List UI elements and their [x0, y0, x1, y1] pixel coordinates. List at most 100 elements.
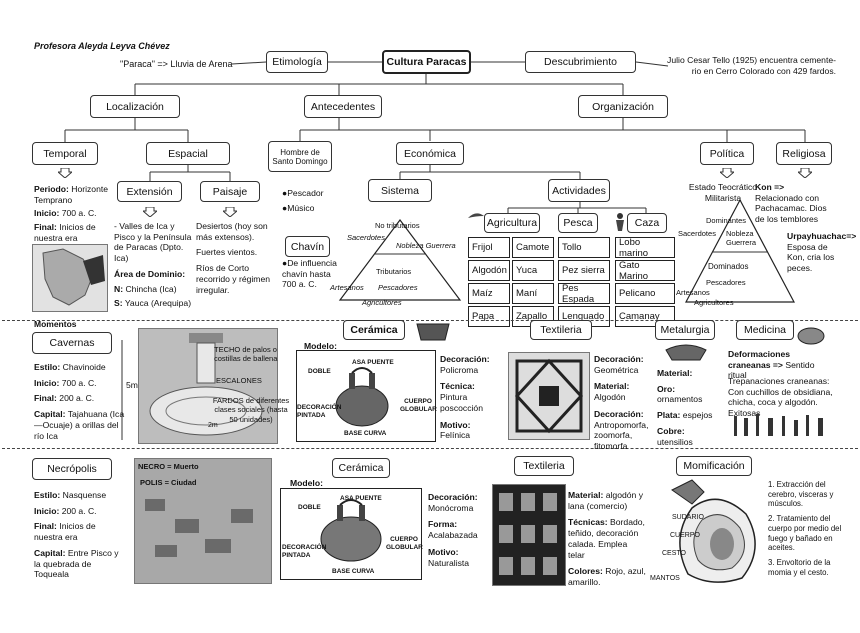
periodo-value: Horizonte Temprano [34, 184, 109, 205]
node-ceramica-necropolis[interactable]: Cerámica [332, 458, 390, 478]
agricultura-table: Frijol Camote Algodón Yuca Maíz Maní Pap… [468, 237, 554, 327]
node-localizacion[interactable]: Localización [90, 95, 180, 118]
estilo-label: Estilo: [34, 490, 61, 500]
node-antecedentes[interactable]: Antecedentes [304, 95, 382, 118]
oro-label: Oro: [657, 383, 676, 394]
node-espacial[interactable]: Espacial [146, 142, 230, 165]
node-economica[interactable]: Económica [396, 142, 464, 165]
medicina-trepanaciones: Trepanaciones craneanas: Con cuchillos d… [728, 376, 833, 419]
label-no-tributarios: No tributarios [375, 221, 420, 230]
final-label: Final: [34, 222, 57, 233]
node-necropolis[interactable]: Necrópolis [32, 458, 112, 480]
capital-value: Entre Pisco y la quebrada de Toqueala [34, 547, 119, 580]
agri-cell: Maní [512, 283, 554, 304]
node-textileria-necropolis[interactable]: Textileria [514, 456, 574, 476]
label-sacerdotes-pol: Sacerdotes [678, 229, 716, 238]
node-paisaje[interactable]: Paisaje [200, 181, 260, 202]
node-agricultura[interactable]: Agricultura [484, 213, 540, 233]
dec2-label: Decoración: [594, 408, 644, 419]
label-nobleza-pol: Nobleza Guerrera [726, 229, 757, 247]
label-agricultores: Agricultores [362, 298, 402, 307]
node-momificacion[interactable]: Momificación [676, 456, 752, 476]
label-necro: NECRO = Muerto [138, 462, 199, 471]
def-value: Sentido ritual [728, 359, 815, 381]
dec-label: Decoración: [440, 354, 490, 364]
pesca-cell: Pes Espada [558, 283, 610, 305]
final-value: Inicios de nuestra era [34, 521, 96, 543]
label-techo: TECHO de palos o costillas de ballena [214, 345, 278, 364]
plata-label: Plata: [657, 410, 681, 421]
node-caza[interactable]: Caza [627, 213, 667, 233]
ceramica-diagram-2 [280, 488, 422, 580]
label-artesanos: Artesanos [330, 283, 364, 292]
node-etimologia[interactable]: Etimología [266, 51, 328, 73]
periodo-label: Periodo: [34, 184, 69, 194]
discovery-line-1: Julio Cesar Tello (1925) encuentra cemen… [667, 55, 836, 65]
node-cavernas[interactable]: Cavernas [32, 332, 112, 354]
vessel-icon [335, 367, 389, 427]
capital-label: Capital: [34, 409, 66, 420]
node-pesca[interactable]: Pesca [558, 213, 598, 233]
node-chavin[interactable]: Chavín [285, 236, 330, 257]
tomb-icon [149, 333, 263, 436]
arrow-down-icon [143, 207, 157, 217]
mat-value: algodón y lana (comercio) [568, 490, 644, 511]
node-textileria-cavernas[interactable]: Textileria [530, 320, 592, 340]
node-ceramica-cavernas[interactable]: Cerámica [343, 320, 405, 340]
node-politica[interactable]: Política [700, 142, 754, 165]
discovery-line-2: rio en Cerro Colorado con 429 fardos. [691, 65, 836, 76]
surgical-tools-icon [734, 414, 823, 436]
kon-value: Relacionado con Pachacamac. Dios de los … [755, 192, 827, 225]
capital-value: Tajahuana (Ica—Ocuaje) a orillas del río… [34, 409, 125, 441]
item-musico: ●Músico [282, 202, 315, 213]
metalurgia-details: Material: Oro: ornamentos Plata: espejos… [657, 368, 719, 447]
agri-cell: Maíz [468, 283, 510, 304]
node-cultura-paracas[interactable]: Cultura Paracas [382, 50, 471, 74]
tec-value: Pintura poscocción [440, 392, 483, 413]
node-extension[interactable]: Extensión [117, 181, 182, 202]
final-value: Inicios de nuestra era [34, 222, 96, 243]
geometric-textile-icon [514, 358, 584, 434]
mot-value: Felínica [440, 430, 471, 441]
inicio-label: Inicio: [34, 377, 60, 388]
paisaje-details: Desiertos (hoy son más extensos). Fuerte… [196, 221, 272, 295]
node-hombre-santo-domingo[interactable]: Hombre de Santo Domingo [268, 141, 332, 172]
paisaje-3: Ríos de Corto recorrido y régimen irregu… [196, 263, 271, 295]
dec-value: Geométrica [594, 364, 639, 375]
mot-label: Motivo: [428, 546, 459, 557]
node-organizacion[interactable]: Organización [578, 95, 668, 118]
agri-cell: Frijol [468, 237, 510, 258]
religiosa-urpayhuachac: Urpayhuachac=> Esposa de Kon, cria los p… [787, 231, 856, 274]
node-metalurgia[interactable]: Metalurgia [655, 320, 715, 340]
label-asa-puente-2: ASA PUENTE [340, 495, 382, 502]
north-label: N: [114, 283, 124, 294]
mummy-bundle-icon [671, 479, 756, 583]
modelo-label-2: Modelo: [290, 478, 323, 488]
cavernas-details: Estilo: Chavinoide Inicio: 700 a. C. Fin… [34, 362, 126, 441]
node-sistema[interactable]: Sistema [368, 179, 432, 202]
node-temporal[interactable]: Temporal [32, 142, 98, 165]
vessel-icon [320, 499, 382, 562]
tec-value: Bordado, teñido, decoración calada. Empl… [568, 517, 645, 560]
necro-text: NECRO = Muerto [138, 462, 199, 471]
map-image [32, 244, 108, 312]
momificacion-steps: 1. Extracción del cerebro, visceras y mú… [768, 480, 844, 578]
separator-middle [2, 448, 858, 449]
necropolis-photo [134, 458, 272, 584]
label-base-curva: BASE CURVA [344, 430, 387, 437]
node-medicina[interactable]: Medicina [736, 320, 794, 340]
antecedentes-items: ●Pescador ●Músico [282, 188, 324, 213]
oro-value: ornamentos [657, 394, 703, 405]
hombre-line-2: Santo Domingo [272, 156, 328, 166]
hombre-line-1: Hombre de [280, 147, 320, 157]
node-religiosa[interactable]: Religiosa [776, 142, 832, 165]
node-descubrimiento[interactable]: Descubrimiento [525, 51, 636, 73]
mat-label: Material: [657, 368, 693, 378]
node-actividades[interactable]: Actividades [548, 179, 610, 202]
dec2-value: Antropomorfa, zoomorfa, fitomorfa [594, 419, 649, 452]
agri-cell: Yuca [512, 260, 554, 281]
bird-icon [468, 213, 484, 218]
etymology-note: "Paraca" => Lluvia de Arena [120, 59, 233, 69]
arrow-down-icon [223, 207, 237, 217]
label-base-curva-2: BASE CURVA [332, 568, 375, 575]
